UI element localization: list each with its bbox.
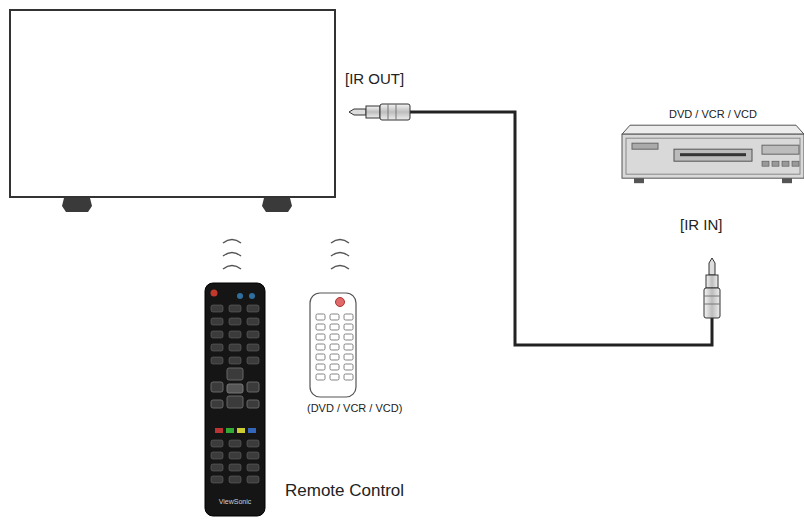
black-remote: [205, 283, 265, 516]
device-label: (DVD / VCR / VCD): [307, 402, 402, 415]
port-label: [IR IN]: [680, 216, 723, 233]
ir-out-plug: [349, 104, 410, 120]
white-remote: [310, 293, 356, 397]
device-heading: DVD / VCR / VCD: [618, 106, 804, 121]
brand-label: ViewSonic: [219, 498, 252, 506]
display-screen: [10, 10, 335, 212]
dvd-player: DVD / VCR / VCD: [618, 106, 804, 191]
ir-in-plug: [704, 258, 720, 318]
port-label: [IR OUT]: [345, 70, 404, 87]
ir-waves: [223, 240, 349, 270]
caption-label: Remote Control: [285, 481, 404, 501]
